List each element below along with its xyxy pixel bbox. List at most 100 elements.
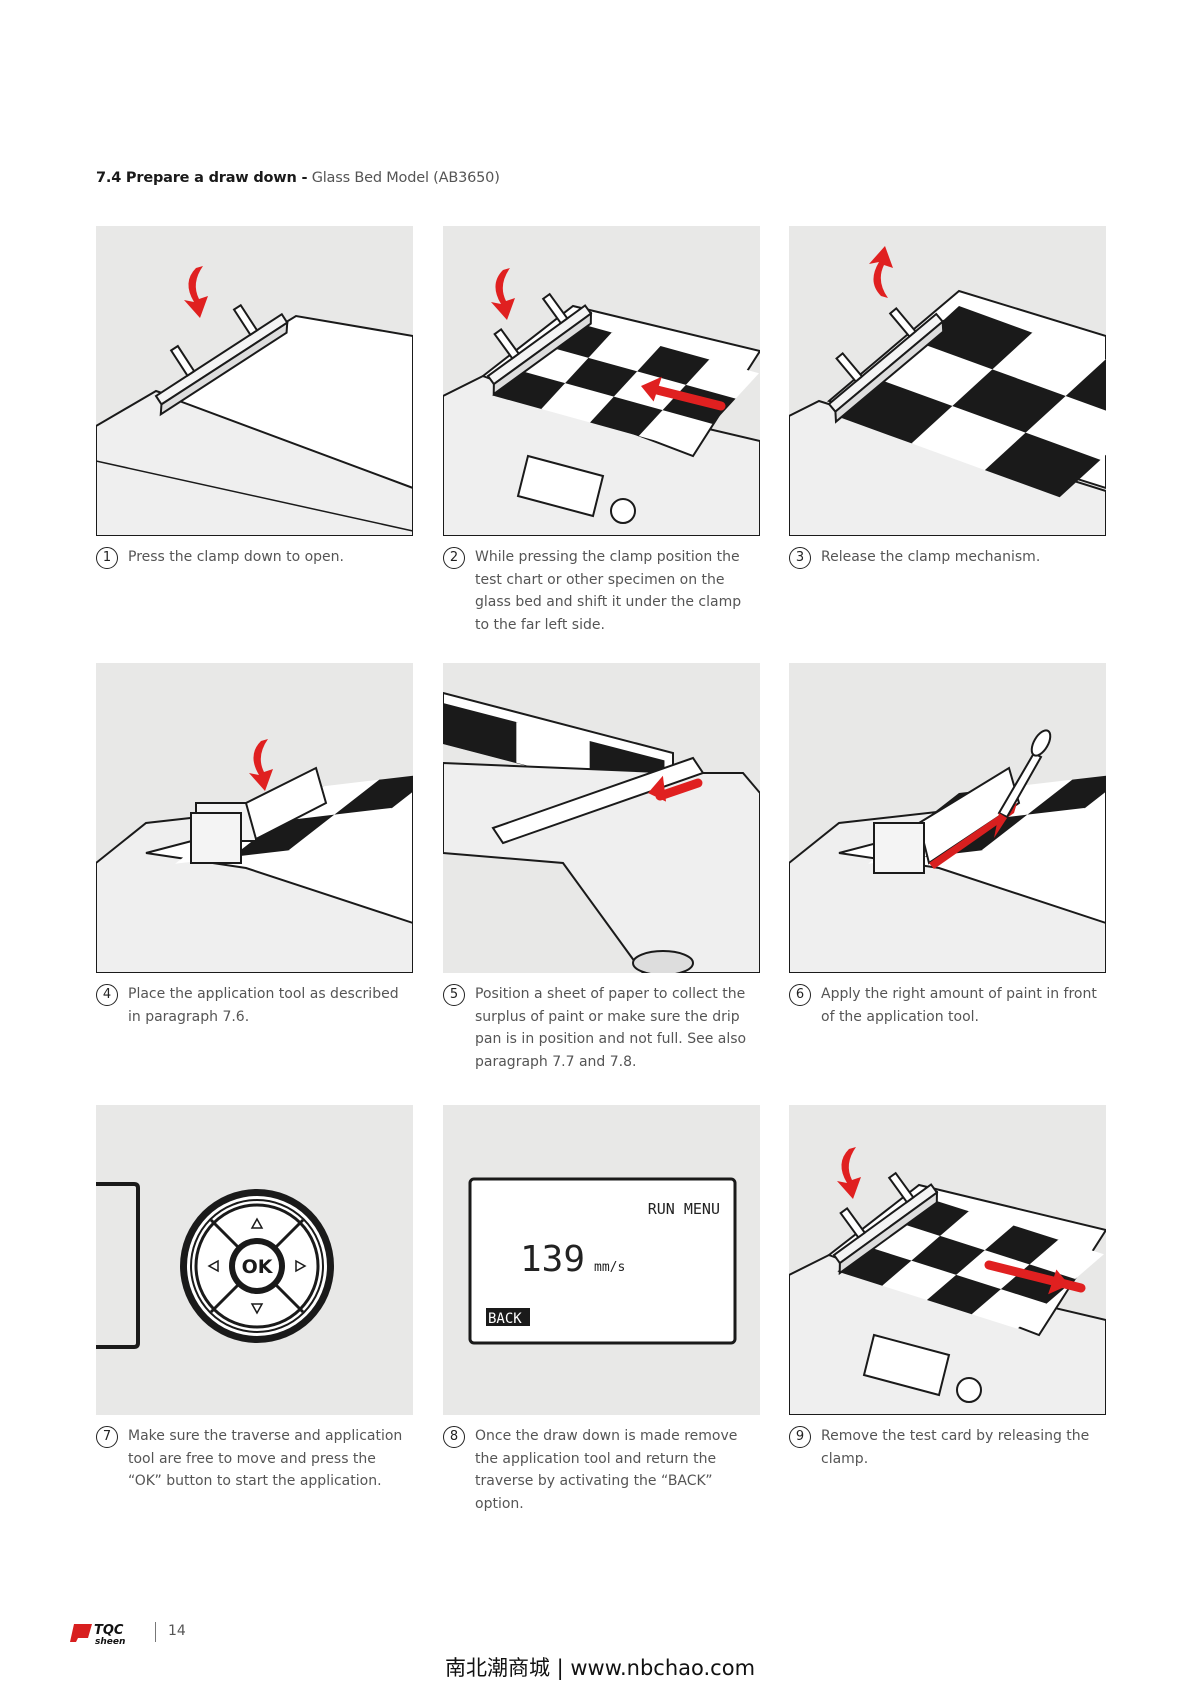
- clamp-part: [169, 344, 196, 377]
- machine-body: [96, 389, 413, 536]
- svg-text:sheen: sheen: [95, 1637, 125, 1646]
- drip-pan: [491, 756, 705, 845]
- clamp: [827, 306, 945, 424]
- chart-square: [636, 346, 711, 386]
- control-display: [516, 454, 605, 518]
- step-number: 9: [789, 1426, 811, 1448]
- red-arrow-icon: [655, 778, 703, 801]
- red-arrow-icon: [491, 268, 515, 320]
- red-arrow-icon: [184, 266, 208, 318]
- step-3-illustration: [789, 226, 1106, 536]
- machine-foot: [632, 950, 694, 973]
- chart-square: [991, 332, 1106, 398]
- step-text: Once the draw down is made remove the ap…: [475, 1428, 738, 1512]
- step-9-illustration: [789, 1105, 1106, 1415]
- footer-divider: [155, 1622, 156, 1642]
- chart-square: [288, 807, 393, 851]
- heading-bold: 7.4 Prepare a draw down -: [96, 170, 308, 186]
- chart-square: [1026, 772, 1106, 816]
- red-arrow-icon: [837, 1147, 861, 1199]
- lcd-screen: [468, 1177, 737, 1345]
- chart-square: [984, 432, 1101, 498]
- step-6-illustration: [789, 663, 1106, 973]
- clamp: [486, 292, 593, 397]
- application-tool-block: [873, 822, 925, 874]
- clamp-part: [888, 306, 917, 338]
- up-arrow-icon[interactable]: [250, 1217, 264, 1229]
- clamp-part: [834, 319, 945, 424]
- page-number: 14: [168, 1623, 186, 1639]
- clamp: [832, 1171, 939, 1276]
- red-arrow-head: [641, 376, 662, 402]
- application-tool-block: [190, 812, 242, 864]
- chart-square: [638, 410, 713, 450]
- chart-square: [564, 357, 639, 398]
- clamp-part: [838, 1190, 938, 1276]
- chart-square: [971, 1289, 1047, 1329]
- clamp-part: [839, 1206, 867, 1239]
- illustration-line: [96, 460, 413, 532]
- step-text: Apply the right amount of paint in front…: [821, 986, 1097, 1025]
- paint-bead: [929, 803, 1017, 869]
- chart-square: [443, 703, 518, 764]
- chart-square: [918, 306, 1034, 371]
- step-number: 4: [96, 984, 118, 1006]
- step-number: 6: [789, 984, 811, 1006]
- keypad[interactable]: OK: [180, 1189, 334, 1343]
- down-arrow-icon[interactable]: [250, 1303, 264, 1315]
- chart-square: [1029, 1239, 1104, 1280]
- tqc-sheen-logo: TQC sheen: [70, 1623, 125, 1646]
- lcd-back-highlight[interactable]: [486, 1308, 530, 1326]
- clamp: [154, 303, 289, 417]
- red-arrow-icon: [648, 384, 726, 411]
- clamp-part: [492, 311, 592, 397]
- step-number: 5: [443, 984, 465, 1006]
- step-text: Position a sheet of paper to collect the…: [475, 986, 747, 1070]
- watermark: 南北潮商城 | www.nbchao.com: [444, 1656, 756, 1680]
- step-text: While pressing the clamp position the te…: [475, 549, 742, 633]
- clamp-part: [493, 327, 521, 360]
- svg-text:TQC: TQC: [94, 1623, 124, 1638]
- step-7-illustration: OK: [96, 1105, 413, 1415]
- ok-button-label[interactable]: OK: [242, 1256, 274, 1278]
- chart-square: [1064, 359, 1106, 424]
- pipette-bulb: [1030, 729, 1052, 757]
- step-4-illustration: [96, 663, 413, 973]
- red-arrow-icon: [249, 739, 273, 791]
- step-text: Remove the test card by releasing the cl…: [821, 1428, 1090, 1467]
- clamp-part: [835, 351, 864, 383]
- pipette: [997, 751, 1043, 819]
- display-outline: [96, 1182, 140, 1349]
- chart-square: [541, 383, 615, 423]
- step-number: 3: [789, 547, 811, 569]
- lcd-back-option[interactable]: BACK: [488, 1311, 522, 1327]
- clamp-part: [232, 303, 259, 337]
- step-5-illustration: [443, 663, 760, 973]
- chart-square: [587, 332, 662, 373]
- application-tool-body: [244, 766, 328, 841]
- step-2-illustration: [443, 226, 760, 536]
- heading-subtitle: Glass Bed Model (AB3650): [311, 170, 500, 186]
- clamp-part: [159, 320, 289, 417]
- right-arrow-icon[interactable]: [295, 1259, 307, 1273]
- step-number: 7: [96, 1426, 118, 1448]
- step-text: Place the application tool as described …: [128, 986, 399, 1025]
- lcd-title: RUN MENU: [648, 1200, 720, 1218]
- step-number: 8: [443, 1426, 465, 1448]
- step-1-illustration: [96, 226, 413, 536]
- control-display: [862, 1333, 951, 1397]
- chart-square: [590, 396, 664, 437]
- chart-square: [685, 359, 759, 400]
- chart-square: [1024, 396, 1106, 461]
- control-knob: [610, 498, 636, 524]
- clamp-part: [541, 292, 569, 325]
- paint-drop: [994, 813, 1007, 838]
- application-tool-body: [917, 766, 1021, 865]
- chart-square: [231, 814, 336, 858]
- step-text: Release the clamp mechanism.: [821, 549, 1041, 565]
- step-text: Make sure the traverse and application t…: [128, 1428, 403, 1489]
- left-arrow-icon[interactable]: [207, 1259, 219, 1273]
- section-heading: 7.4 Prepare a draw down - Glass Bed Mode…: [96, 170, 500, 186]
- step-8-illustration: RUN MENU 139 mm/s BACK: [443, 1105, 760, 1415]
- red-arrow-icon: [869, 246, 893, 298]
